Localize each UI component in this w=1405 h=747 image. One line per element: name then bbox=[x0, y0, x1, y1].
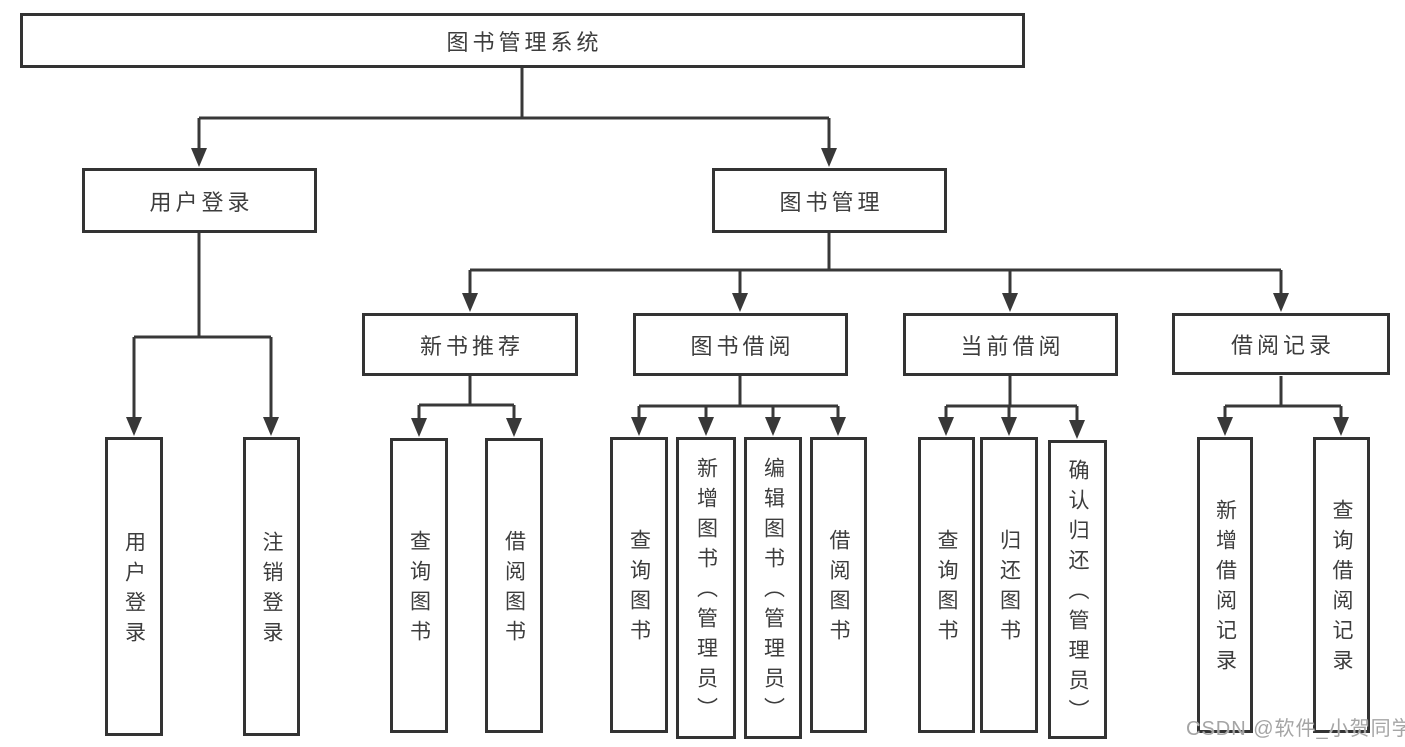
arrow-icon bbox=[1217, 417, 1233, 436]
arrow-icon bbox=[126, 417, 142, 436]
leaf-return-books: 归还图书 bbox=[980, 437, 1038, 733]
node-label: 图书管理 bbox=[779, 189, 884, 215]
leaf-borrow-books-2: 借阅图书 bbox=[810, 437, 867, 733]
node-borrow-records: 借阅记录 bbox=[1172, 313, 1390, 375]
node-label: 借阅图书 bbox=[502, 529, 526, 650]
node-label: 借阅记录 bbox=[1230, 333, 1335, 358]
watermark: CSDN @软件_小贺同学 bbox=[1186, 718, 1405, 740]
node-new-book-recommend: 新书推荐 bbox=[362, 313, 578, 376]
arrow-icon bbox=[698, 417, 714, 436]
leaf-add-borrow-record: 新增借阅记录 bbox=[1197, 437, 1253, 733]
arrow-icon bbox=[263, 417, 279, 436]
node-current-borrowing: 当前借阅 bbox=[903, 313, 1118, 376]
node-label: 新书推荐 bbox=[419, 333, 524, 359]
node-label: 归还图书 bbox=[997, 529, 1021, 649]
arrow-icon bbox=[1273, 293, 1289, 312]
connector-path bbox=[132, 68, 1343, 429]
arrow-icon bbox=[732, 293, 748, 312]
node-label: 图书管理系统 bbox=[446, 29, 603, 55]
leaf-user-login: 用户登录 bbox=[105, 437, 163, 736]
leaf-query-books-1: 查询图书 bbox=[390, 438, 448, 733]
arrow-icon bbox=[1001, 417, 1017, 436]
arrow-icon bbox=[462, 293, 478, 312]
node-library-system: 图书管理系统 bbox=[20, 13, 1025, 68]
node-label: 查询图书 bbox=[627, 529, 651, 649]
connector-lines bbox=[132, 68, 1343, 429]
arrow-icon bbox=[1069, 420, 1085, 439]
leaf-logout: 注销登录 bbox=[243, 437, 300, 736]
arrow-icon bbox=[411, 418, 427, 437]
leaf-confirm-return-admin: 确认归还（管理员） bbox=[1048, 440, 1107, 739]
leaf-query-borrow-record: 查询借阅记录 bbox=[1313, 437, 1370, 733]
leaf-borrow-books-1: 借阅图书 bbox=[485, 438, 543, 733]
node-label: 图书借阅 bbox=[690, 333, 795, 359]
arrow-icon bbox=[631, 417, 647, 436]
node-label: 借阅图书 bbox=[827, 529, 850, 649]
arrow-icon bbox=[506, 418, 522, 437]
node-label: 编辑图书（管理员） bbox=[761, 457, 785, 727]
leaf-query-books-2: 查询图书 bbox=[610, 437, 668, 733]
leaf-edit-book-admin: 编辑图书（管理员） bbox=[744, 437, 802, 739]
node-label: 查询图书 bbox=[935, 529, 958, 649]
node-book-borrowing: 图书借阅 bbox=[633, 313, 848, 376]
leaf-query-books-3: 查询图书 bbox=[918, 437, 975, 733]
arrow-icon bbox=[1002, 293, 1018, 312]
node-label: 确认归还（管理员） bbox=[1066, 458, 1089, 729]
arrow-icon bbox=[830, 417, 846, 436]
node-label: 查询借阅记录 bbox=[1330, 499, 1353, 679]
arrow-icon bbox=[1333, 417, 1349, 436]
arrow-icon bbox=[191, 148, 207, 167]
arrowheads bbox=[126, 148, 1349, 439]
node-label: 新增图书（管理员） bbox=[694, 457, 718, 727]
arrow-icon bbox=[938, 417, 954, 436]
node-label: 注销登录 bbox=[260, 530, 283, 651]
node-user-login: 用户登录 bbox=[82, 168, 317, 233]
node-book-management: 图书管理 bbox=[712, 168, 947, 233]
node-label: 查询图书 bbox=[407, 529, 431, 650]
node-label: 用户登录 bbox=[149, 189, 254, 215]
node-label: 用户登录 bbox=[122, 530, 146, 651]
node-label: 当前借阅 bbox=[960, 333, 1065, 359]
node-label: 新增借阅记录 bbox=[1213, 499, 1237, 679]
arrow-icon bbox=[821, 148, 837, 167]
arrow-icon bbox=[765, 417, 781, 436]
leaf-add-book-admin: 新增图书（管理员） bbox=[676, 437, 736, 739]
